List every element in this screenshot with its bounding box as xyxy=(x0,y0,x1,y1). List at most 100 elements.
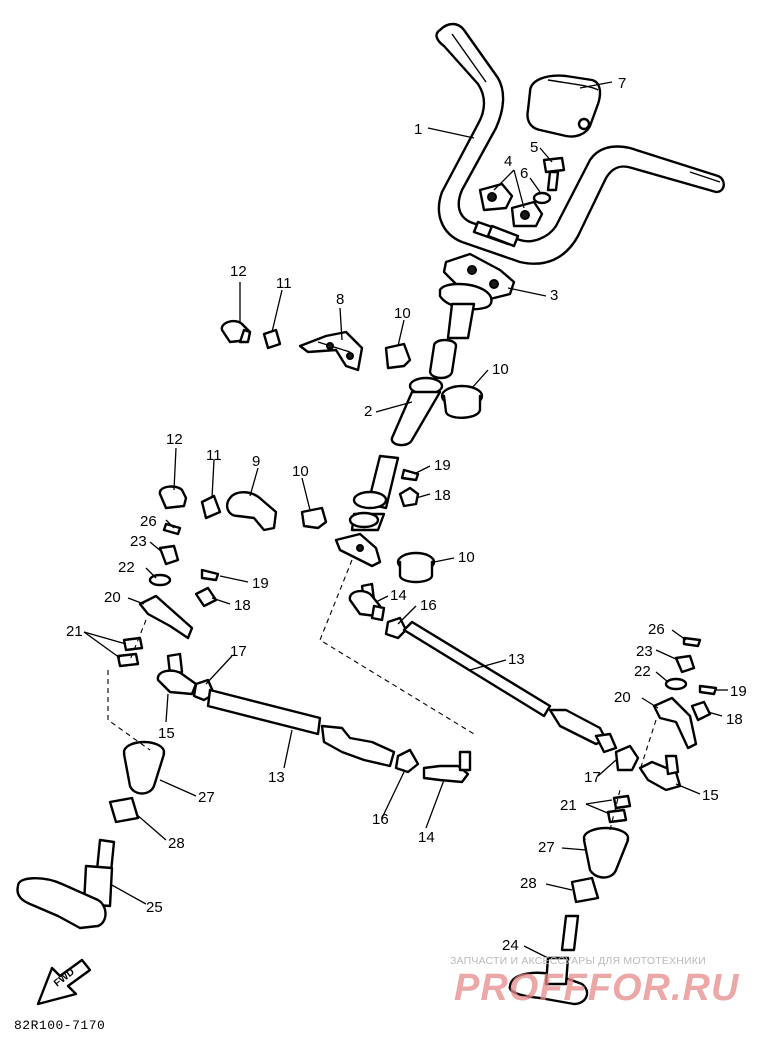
knuckle-left xyxy=(16,838,116,930)
callout-23a: 23 xyxy=(130,533,147,550)
dust-boot-left xyxy=(122,740,166,795)
callout-24: 24 xyxy=(502,937,519,954)
nut-lower xyxy=(200,494,222,520)
tie-rod-end-upper xyxy=(348,582,386,622)
handlebar-cover xyxy=(526,74,602,138)
locknut-right xyxy=(614,744,640,772)
callout-27b: 27 xyxy=(538,839,555,856)
cotter-pin-left-top xyxy=(162,522,182,536)
steering-shaft-lower xyxy=(334,454,400,568)
collar-right xyxy=(570,876,600,904)
callout-20b: 20 xyxy=(614,689,631,706)
bushing-lower-left xyxy=(300,506,328,530)
tie-rod-left xyxy=(206,688,396,768)
callout-18b: 18 xyxy=(234,597,251,614)
bolt-upper xyxy=(220,319,252,344)
callout-26b: 26 xyxy=(648,621,665,638)
knuckle-right xyxy=(508,914,589,1006)
callout-3: 3 xyxy=(550,287,558,304)
bushing-upper-right xyxy=(440,384,484,419)
callout-23b: 23 xyxy=(636,643,653,660)
leader-lines xyxy=(83,81,728,959)
callout-19c: 19 xyxy=(730,683,747,700)
callout-21a: 21 xyxy=(66,623,83,640)
pitman-arm-left xyxy=(138,594,194,640)
callout-14a: 14 xyxy=(390,587,407,604)
callout-22b: 22 xyxy=(634,663,651,680)
callout-10c: 10 xyxy=(292,463,309,480)
callout-5: 5 xyxy=(530,139,538,156)
callout-26a: 26 xyxy=(140,513,157,530)
callout-14b: 14 xyxy=(418,829,435,846)
castle-nut-right xyxy=(674,654,696,674)
steering-shaft xyxy=(390,302,476,447)
tie-rod-end-left xyxy=(156,652,198,696)
collar-left xyxy=(108,796,140,824)
callout-28a: 28 xyxy=(168,835,185,852)
castle-nut-left xyxy=(158,544,180,566)
callout-7: 7 xyxy=(618,75,626,92)
callout-17a: 17 xyxy=(230,643,247,660)
shaft-clamp-upper xyxy=(298,330,364,372)
watermark-logo: PROFFFOR.RU xyxy=(454,967,740,1009)
callout-11a: 11 xyxy=(276,275,292,292)
dust-boot-right xyxy=(582,826,630,879)
castle-nut-left-18 xyxy=(194,586,218,608)
callout-20a: 20 xyxy=(104,589,121,606)
watermark: ЗАПЧАСТИ И АКСЕССУАРЫ ДЛЯ МОТОТЕХНИКИ PR… xyxy=(440,953,758,1013)
callout-2: 2 xyxy=(364,403,372,420)
callout-4: 4 xyxy=(504,153,512,170)
upper-bracket xyxy=(438,252,516,311)
callout-8: 8 xyxy=(336,291,344,308)
watermark-caption: ЗАПЧАСТИ И АКСЕССУАРЫ ДЛЯ МОТОТЕХНИКИ xyxy=(450,955,706,967)
callout-15b: 15 xyxy=(702,787,719,804)
castle-nut-center xyxy=(398,486,420,508)
bolt-lower xyxy=(158,485,188,510)
cotter-pin-right xyxy=(698,684,718,696)
callout-25: 25 xyxy=(146,899,163,916)
holder-bolt xyxy=(532,156,566,205)
pitman-arm-right xyxy=(652,696,698,750)
callout-10b: 10 xyxy=(492,361,509,378)
cotter-pin-left xyxy=(200,568,220,582)
callout-18c: 18 xyxy=(726,711,743,728)
nut-upper xyxy=(262,328,282,350)
callout-15a: 15 xyxy=(158,725,175,742)
cotter-pin-center xyxy=(400,468,420,482)
callout-6: 6 xyxy=(520,165,528,182)
handlebar xyxy=(435,22,725,265)
callout-1: 1 xyxy=(414,121,422,138)
callout-10a: 10 xyxy=(394,305,411,322)
shaft-clamp-lower xyxy=(226,491,278,532)
clips-left xyxy=(116,636,144,668)
diagram-code: 82R100-7170 xyxy=(14,1018,106,1033)
handlebar-holders xyxy=(478,182,544,228)
tie-rod-end-lower xyxy=(422,750,472,784)
callout-12a: 12 xyxy=(230,263,247,280)
callout-13b: 13 xyxy=(268,769,285,786)
bushing-lower-right xyxy=(396,551,436,584)
callout-11b: 11 xyxy=(206,447,222,464)
cotter-pin-right-top xyxy=(682,636,702,648)
locknut-upper xyxy=(384,616,408,640)
tie-rod-right xyxy=(402,620,618,754)
callout-10d: 10 xyxy=(458,549,475,566)
callout-9: 9 xyxy=(252,453,260,470)
callout-labels: 1 2 3 4 5 6 7 8 9 10 10 10 10 11 11 12 1… xyxy=(66,75,747,954)
washer-left xyxy=(148,573,172,587)
callout-28b: 28 xyxy=(520,875,537,892)
callout-13a: 13 xyxy=(508,651,525,668)
washer-right xyxy=(664,677,688,691)
callout-19a: 19 xyxy=(434,457,451,474)
callout-17b: 17 xyxy=(584,769,601,786)
callout-21b: 21 xyxy=(560,797,577,814)
callout-16b: 16 xyxy=(372,811,389,828)
bushing-upper-left xyxy=(384,342,412,370)
tie-rod-end-right xyxy=(638,754,682,792)
callout-16a: 16 xyxy=(420,597,437,614)
callout-12b: 12 xyxy=(166,431,183,448)
fwd-arrow-icon: FWD xyxy=(36,958,92,1006)
locknut-left-16 xyxy=(394,748,420,774)
callout-27a: 27 xyxy=(198,789,215,806)
